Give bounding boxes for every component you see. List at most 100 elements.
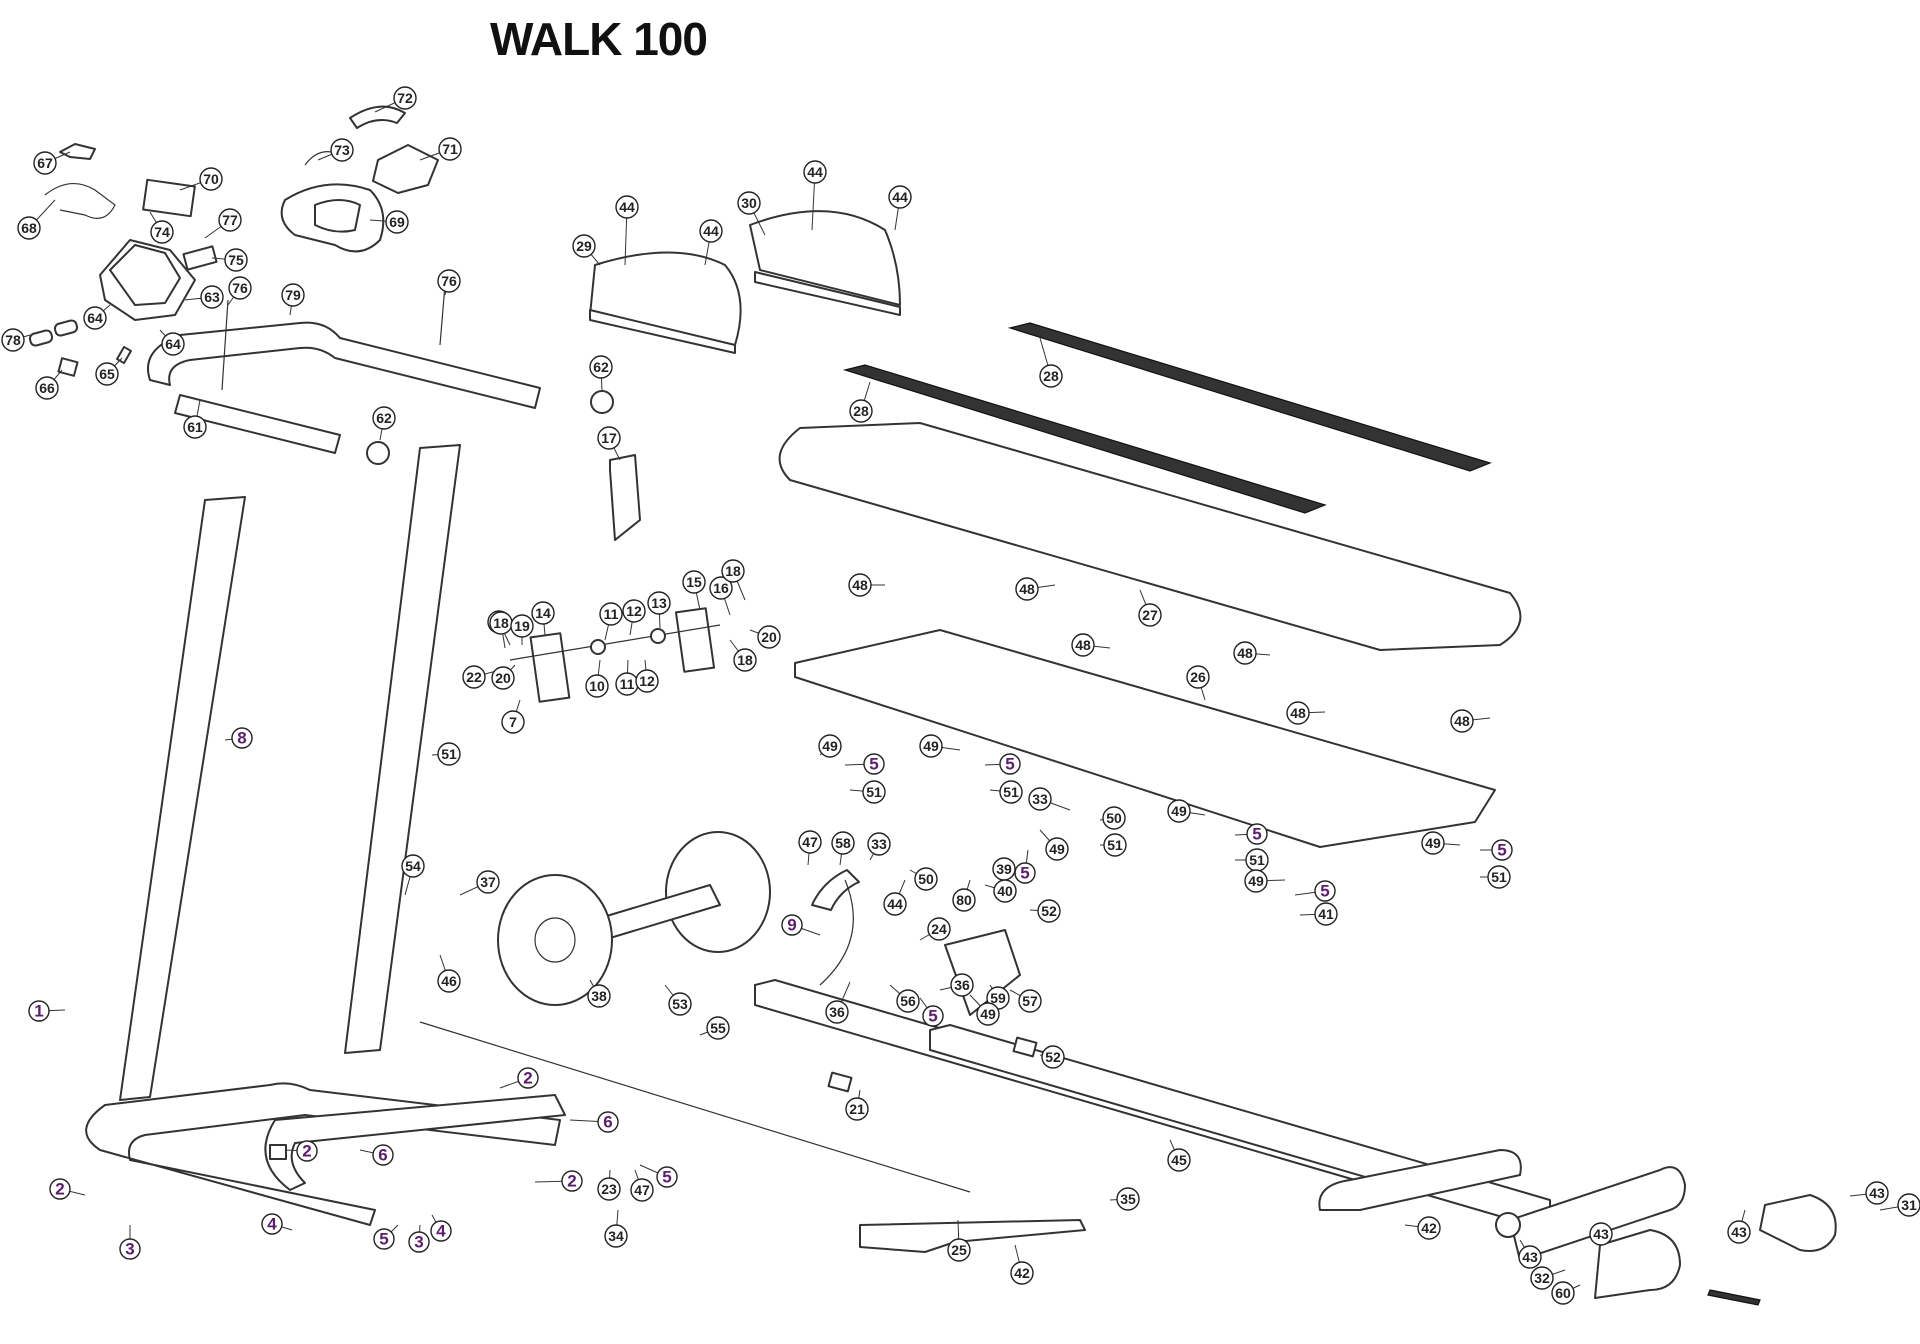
callout-5: 5 bbox=[1294, 880, 1336, 902]
callout-circle bbox=[1865, 1181, 1889, 1205]
callout-50: 50 bbox=[1099, 806, 1126, 830]
callout-circle bbox=[1491, 839, 1513, 861]
callout-label: 8 bbox=[237, 729, 246, 748]
callout-label: 27 bbox=[1142, 607, 1158, 623]
callout-label: 45 bbox=[1171, 1152, 1187, 1168]
callout-label: 7 bbox=[509, 714, 517, 730]
part-7-left-upright bbox=[119, 496, 246, 1101]
callout-circle bbox=[373, 1228, 395, 1250]
callout-label: 34 bbox=[608, 1228, 624, 1244]
callout-label: 49 bbox=[923, 738, 939, 754]
callout-20: 20 bbox=[491, 664, 516, 690]
callout-77: 77 bbox=[204, 208, 242, 239]
callout-68: 68 bbox=[17, 199, 56, 240]
callout-label: 64 bbox=[165, 336, 181, 352]
callout-40: 40 bbox=[984, 879, 1017, 903]
callout-circle bbox=[803, 160, 827, 184]
callout-label: 31 bbox=[1901, 1197, 1917, 1213]
callout-circle bbox=[781, 914, 803, 936]
callout-51: 51 bbox=[431, 742, 461, 766]
callout-circle bbox=[599, 602, 623, 626]
callout-label: 43 bbox=[1593, 1226, 1609, 1242]
callout-label: 44 bbox=[892, 189, 908, 205]
callout-18: 18 bbox=[721, 559, 746, 601]
callout-circle bbox=[476, 870, 500, 894]
callout-label: 44 bbox=[619, 199, 635, 215]
callout-circle bbox=[372, 406, 396, 430]
callout-label: 63 bbox=[204, 289, 220, 305]
callout-label: 71 bbox=[442, 141, 458, 157]
callout-label: 53 bbox=[672, 996, 688, 1012]
callout-circle bbox=[33, 151, 57, 175]
callout-circle bbox=[737, 191, 761, 215]
callout-circle bbox=[438, 137, 462, 161]
callout-circle bbox=[733, 648, 757, 672]
main-frame bbox=[754, 929, 1551, 1226]
callout-label: 37 bbox=[480, 874, 496, 890]
callout-circle bbox=[1314, 880, 1336, 902]
callout-circle bbox=[1518, 1245, 1542, 1269]
callout-circle bbox=[1530, 1266, 1554, 1290]
callout-circle bbox=[831, 831, 855, 855]
callout-43: 43 bbox=[1849, 1181, 1889, 1205]
callout-2: 2 bbox=[49, 1178, 86, 1200]
callout-circle bbox=[1045, 837, 1069, 861]
callout-label: 48 bbox=[1075, 637, 1091, 653]
part-36-foot-b bbox=[1012, 1036, 1038, 1058]
callout-label: 70 bbox=[203, 171, 219, 187]
callout-13: 13 bbox=[647, 591, 671, 629]
callout-label: 48 bbox=[1454, 713, 1470, 729]
callout-78: 78 bbox=[1, 328, 31, 352]
callout-circle bbox=[1014, 862, 1036, 884]
part-36-foot-a bbox=[827, 1071, 853, 1093]
callout-70: 70 bbox=[179, 167, 223, 191]
callout-label: 2 bbox=[55, 1180, 64, 1199]
callout-20: 20 bbox=[749, 625, 781, 649]
callout-circle bbox=[430, 1220, 452, 1242]
callout-circle bbox=[721, 559, 745, 583]
callout-label: 47 bbox=[802, 834, 818, 850]
callout-label: 28 bbox=[853, 403, 869, 419]
part-34-arm bbox=[859, 1219, 1086, 1253]
callout-circle bbox=[587, 984, 611, 1008]
callout-label: 5 bbox=[928, 1007, 937, 1026]
callout-circle bbox=[1417, 1216, 1441, 1240]
callout-circle bbox=[1450, 709, 1474, 733]
callout-51: 51 bbox=[1235, 848, 1269, 872]
callout-circle bbox=[1102, 806, 1126, 830]
callout-76: 76 bbox=[227, 276, 252, 306]
callout-circle bbox=[1727, 1220, 1751, 1244]
callout-label: 51 bbox=[441, 746, 457, 762]
callout-circle bbox=[999, 780, 1023, 804]
part-24-wheel-front bbox=[497, 874, 613, 1006]
callout-circle bbox=[630, 1178, 654, 1202]
callout-circle bbox=[95, 362, 119, 386]
callout-circle bbox=[408, 1231, 430, 1253]
callout-label: 41 bbox=[1318, 906, 1334, 922]
callout-label: 51 bbox=[866, 784, 882, 800]
callout-label: 58 bbox=[835, 835, 851, 851]
callout-circle bbox=[1103, 833, 1127, 857]
callout-label: 9 bbox=[787, 916, 796, 935]
callout-48: 48 bbox=[1071, 633, 1111, 657]
callout-circle bbox=[867, 832, 891, 856]
callout-label: 13 bbox=[651, 595, 667, 611]
callout-65: 65 bbox=[95, 357, 123, 386]
callout-label: 43 bbox=[1869, 1185, 1885, 1201]
callout-18: 18 bbox=[729, 639, 757, 672]
part-24-wheel-rear bbox=[665, 831, 771, 953]
callout-2: 2 bbox=[534, 1170, 583, 1192]
callout-21: 21 bbox=[845, 1089, 869, 1121]
callout-label: 12 bbox=[639, 673, 655, 689]
callout-circle bbox=[572, 234, 596, 258]
callout-circle bbox=[919, 734, 943, 758]
callout-49: 49 bbox=[1244, 869, 1286, 893]
callout-51: 51 bbox=[849, 780, 886, 804]
callout-label: 56 bbox=[900, 993, 916, 1009]
callout-11: 11 bbox=[615, 659, 639, 696]
callout-36: 36 bbox=[825, 981, 851, 1024]
callout-circle bbox=[437, 269, 461, 293]
callout-circle bbox=[1116, 1187, 1140, 1211]
callout-7: 7 bbox=[501, 699, 525, 734]
